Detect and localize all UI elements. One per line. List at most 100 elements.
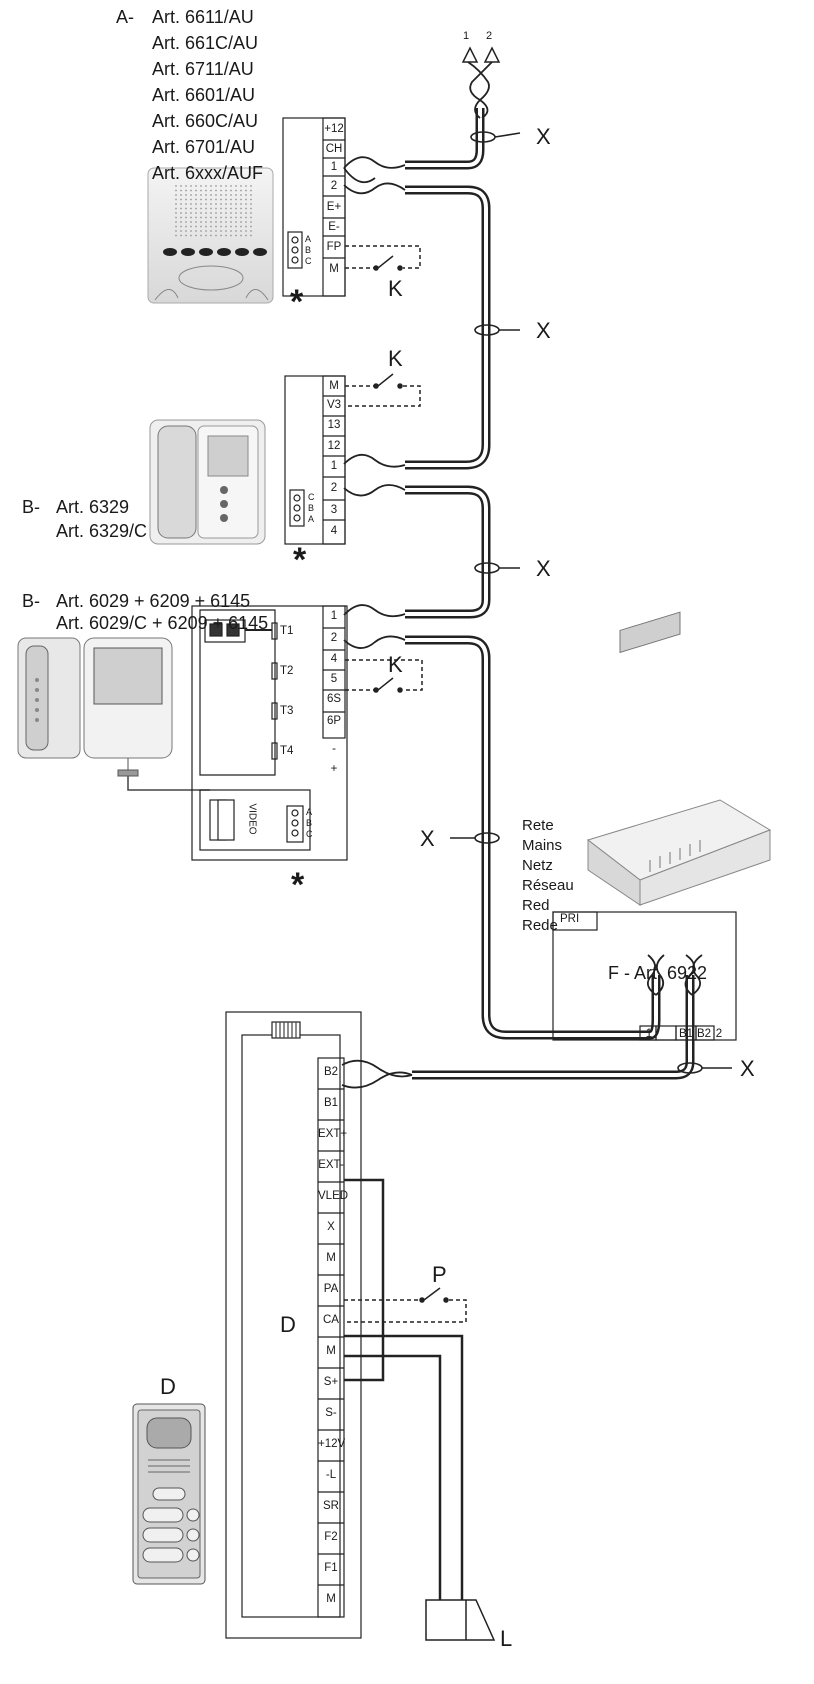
- grill-dot: [200, 207, 202, 210]
- cable-top: [405, 108, 485, 170]
- grill-dot: [185, 185, 187, 187]
- grill-dot: [175, 230, 177, 232]
- grill-dot: [235, 230, 237, 232]
- grill-dot: [180, 221, 182, 223]
- grill-dot: [235, 221, 237, 223]
- grill-dot: [250, 230, 252, 232]
- grill-dot: [215, 189, 217, 192]
- grill-dot: [190, 189, 192, 192]
- door-term-17: F1: [324, 1562, 338, 1574]
- grill-dot: [215, 185, 217, 187]
- grill-dot: [175, 216, 177, 219]
- grill-dot: [245, 216, 247, 219]
- grill-dot: [190, 207, 192, 210]
- group-b2-prefix: B-: [22, 591, 40, 611]
- grill-dot: [200, 230, 202, 232]
- grill-dot: [185, 230, 187, 232]
- a-term-6: E-: [328, 221, 340, 233]
- grill-dot: [200, 225, 202, 228]
- grill-dot: [220, 189, 222, 192]
- grill-dot: [175, 207, 177, 210]
- grill-dot: [250, 185, 252, 187]
- b2-term-2: 2: [330, 632, 338, 644]
- grill-dot: [220, 194, 222, 196]
- grill-dot: [205, 185, 207, 187]
- grill-dot: [200, 198, 202, 201]
- grill-dot: [230, 185, 232, 187]
- grill-dot: [185, 203, 187, 205]
- grill-dot: [240, 225, 242, 228]
- switch-k-b2-label: K: [388, 652, 403, 677]
- grill-dot: [225, 207, 227, 210]
- grill-dot: [235, 185, 237, 187]
- mains-4: Réseau: [522, 877, 574, 894]
- grill-dot: [210, 207, 212, 210]
- door-term-8: PA: [323, 1283, 339, 1295]
- speaker-grill: [175, 185, 252, 237]
- grill-dot: [210, 189, 212, 192]
- grill-dot: [220, 185, 222, 187]
- star-b1: *: [293, 541, 307, 579]
- grill-dot: [215, 221, 217, 223]
- door-term-10: M: [326, 1345, 336, 1357]
- x-marker-3: X: [536, 556, 551, 581]
- group-a-art-3: Art. 6711/AU: [152, 59, 254, 79]
- grill-dot: [190, 221, 192, 223]
- grill-dot: [220, 216, 222, 219]
- grill-dot: [215, 216, 217, 219]
- grill-dot: [230, 198, 232, 201]
- grill-dot: [210, 198, 212, 201]
- grill-dot: [190, 216, 192, 219]
- button-p: [344, 1287, 467, 1323]
- grill-dot: [175, 198, 177, 201]
- grill-dot: [245, 194, 247, 196]
- grill-dot: [205, 207, 207, 210]
- group-a-art-6: Art. 6701/AU: [152, 137, 256, 157]
- grill-dot: [215, 230, 217, 232]
- mains-1: Rete: [522, 817, 554, 834]
- grill-dot: [210, 225, 212, 228]
- terminal-block-b1: [284, 375, 346, 545]
- door-term-11: S+: [323, 1376, 339, 1388]
- grill-dot: [220, 203, 222, 205]
- switch-k-a-label: K: [388, 276, 403, 301]
- psu-term-b1: B1: [678, 1028, 694, 1040]
- grill-dot: [200, 234, 202, 237]
- b1-jumper-a: A: [308, 514, 315, 524]
- grill-dot: [200, 216, 202, 219]
- grill-dot: [240, 198, 242, 201]
- door-unit-label: D: [280, 1312, 296, 1337]
- grill-dot: [230, 212, 232, 214]
- b2-term-6: 6P: [326, 715, 342, 727]
- grill-dot: [205, 230, 207, 232]
- grill-dot: [235, 207, 237, 210]
- grill-dot: [200, 212, 202, 214]
- grill-dot: [195, 189, 197, 192]
- grill-dot: [225, 189, 227, 192]
- grill-dot: [225, 194, 227, 196]
- grill-dot: [230, 234, 232, 237]
- grill-dot: [220, 198, 222, 201]
- grill-dot: [235, 198, 237, 201]
- grill-dot: [215, 198, 217, 201]
- grill-dot: [180, 185, 182, 187]
- grill-dot: [250, 225, 252, 228]
- grill-dot: [215, 203, 217, 205]
- b1-jumper-b: B: [308, 503, 315, 513]
- b2-term-4: 5: [330, 673, 338, 685]
- grill-dot: [240, 189, 242, 192]
- grill-dot: [245, 198, 247, 201]
- grill-dot: [250, 212, 252, 214]
- b1-jumper-c: C: [308, 492, 315, 502]
- grill-dot: [180, 198, 182, 201]
- grill-dot: [225, 230, 227, 232]
- door-term-1: B2: [323, 1066, 339, 1078]
- cable-psu-door: [412, 975, 695, 1080]
- group-a-art-5: Art. 660C/AU: [152, 111, 259, 131]
- grill-dot: [240, 230, 242, 232]
- psu-pri: PRI: [560, 913, 580, 925]
- grill-dot: [180, 207, 182, 210]
- group-a-art-7: Art. 6xxx/AUF: [152, 163, 264, 183]
- group-a-art-2: Art. 661C/AU: [152, 33, 259, 53]
